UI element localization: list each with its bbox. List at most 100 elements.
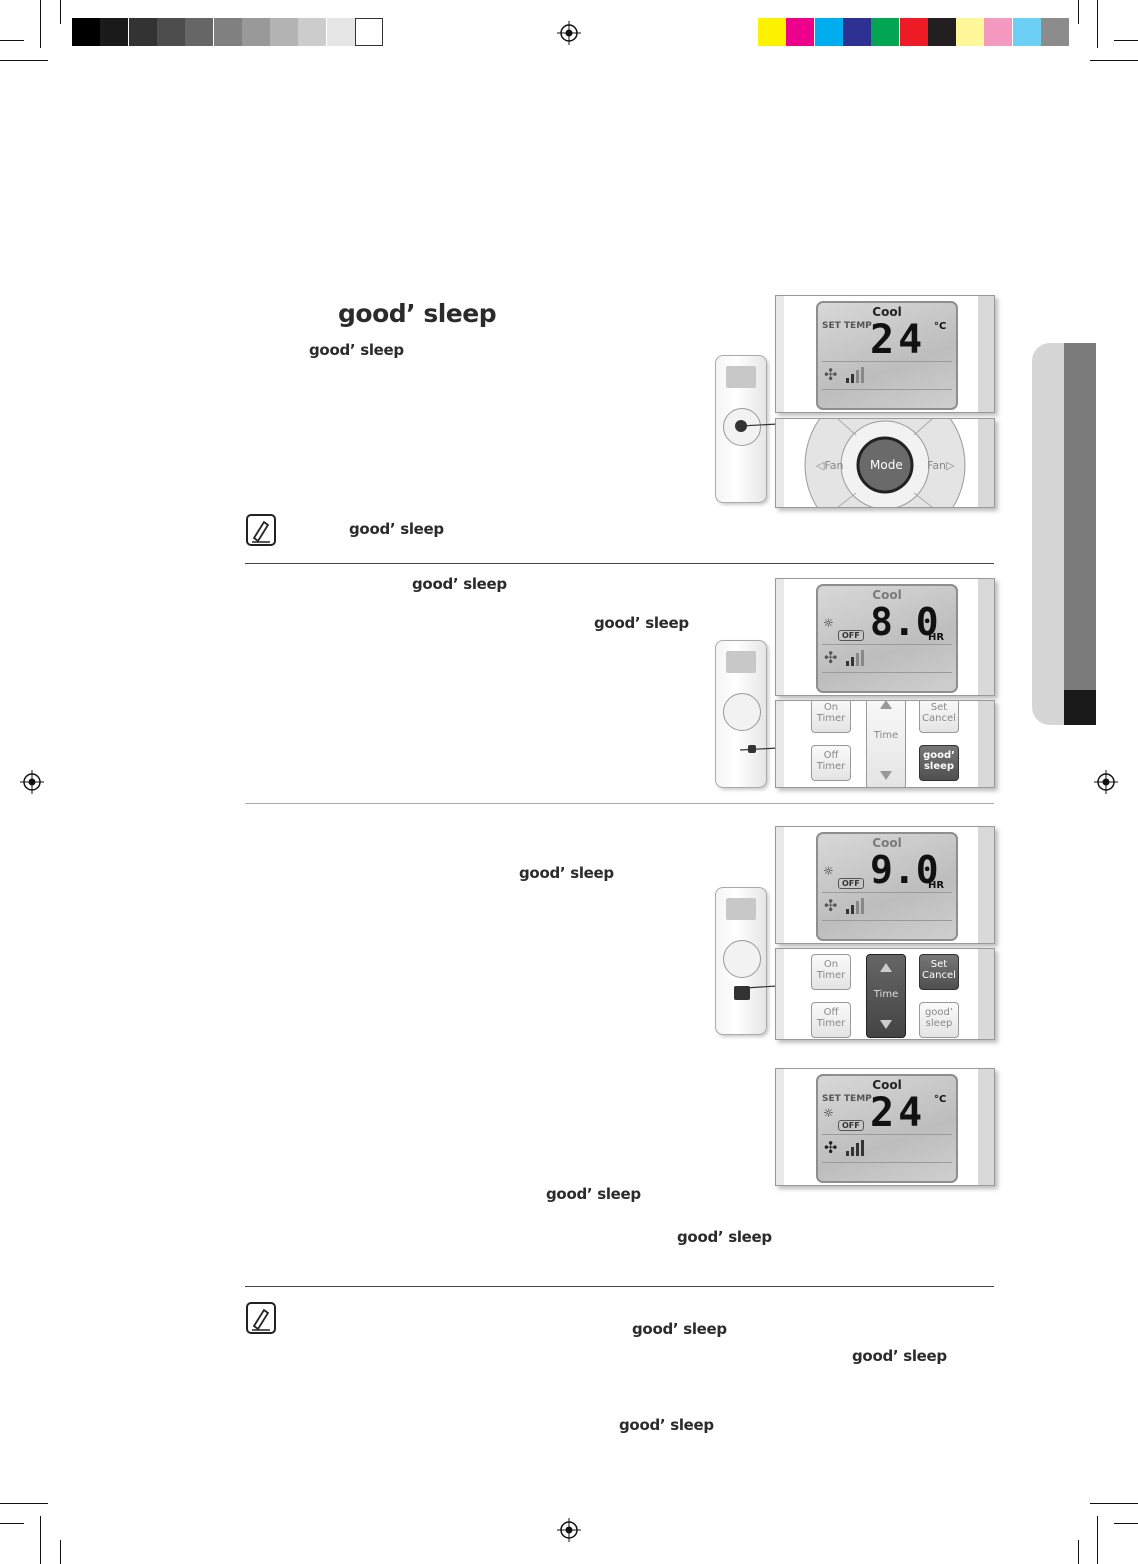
color-swatch [213, 18, 242, 46]
fan-left-label: ◁Fan [816, 459, 844, 472]
mode-button-panel: ◁Fan Mode Fan▷ [775, 418, 995, 508]
color-swatch [355, 18, 383, 46]
lcd-unit: °C [934, 321, 947, 332]
note2-term-b: good’ sleep [852, 1347, 947, 1365]
color-swatch [1041, 18, 1069, 46]
sleep-icon: ☼ [823, 1106, 834, 1120]
fan-right-label: Fan▷ [927, 459, 955, 472]
off-indicator: OFF [838, 630, 864, 641]
fan-speed-bars [846, 650, 866, 666]
lcd-temperature: 24 [870, 317, 927, 363]
off-indicator: OFF [838, 1120, 864, 1131]
color-swatch [842, 18, 871, 46]
note2-term-a: good’ sleep [632, 1320, 727, 1338]
lcd-set-temp-label: SET TEMP [822, 1094, 872, 1104]
remote-control-1 [715, 355, 767, 503]
fan-speed-bars [846, 367, 866, 383]
note-icon [246, 514, 276, 546]
lcd-mode: Cool [872, 305, 902, 319]
step3-term-a: good’ sleep [519, 864, 614, 882]
lcd-set-temp-label: SET TEMP [822, 321, 872, 331]
time-button[interactable]: Time [866, 701, 906, 787]
step2-term-b: good’ sleep [594, 614, 689, 632]
color-swatch [758, 18, 786, 46]
registration-mark-right [1094, 770, 1118, 794]
step3-term-b: good’ sleep [546, 1185, 641, 1203]
step2-term-a: good’ sleep [412, 575, 507, 593]
color-swatch [326, 18, 355, 46]
lcd-mode: Cool [872, 836, 902, 850]
section-title: good’ sleep [338, 299, 497, 328]
sleep-icon: ☼ [823, 616, 834, 630]
note2-term-c: good’ sleep [619, 1416, 714, 1434]
side-tab-marker [1064, 690, 1096, 725]
fan-speed-bars [846, 898, 866, 914]
note-icon [246, 1302, 276, 1334]
color-swatch [185, 18, 214, 46]
time-label: Time [873, 989, 899, 1000]
color-swatch [814, 18, 843, 46]
callout-line-3 [745, 985, 778, 989]
color-swatch [72, 18, 100, 46]
divider-3 [245, 1286, 994, 1287]
fan-icon: ✣ [824, 896, 838, 915]
step3-term-c: good’ sleep [677, 1228, 772, 1246]
color-swatch [956, 18, 985, 46]
divider-1 [245, 563, 994, 564]
lcd-hr-unit: HR [928, 632, 945, 643]
display-panel-3: Cool ☼ OFF 9.0 HR ✣ [775, 826, 995, 944]
callout-line-1 [740, 423, 779, 427]
fan-icon: ✣ [824, 365, 838, 384]
lcd-mode: Cool [872, 588, 902, 602]
registration-mark-bottom [557, 1518, 581, 1542]
fan-icon: ✣ [824, 648, 838, 667]
display-panel-1: Cool SET TEMP 24 °C ✣ [775, 295, 995, 413]
color-swatch [984, 18, 1013, 46]
color-swatch [927, 18, 956, 46]
color-swatch [786, 18, 815, 46]
color-swatch [899, 18, 928, 46]
good-sleep-button[interactable]: good’sleep [919, 745, 959, 781]
lcd-hours: 8.0 [870, 600, 939, 644]
callout-line-2 [740, 747, 779, 751]
remote-control-3 [715, 887, 767, 1035]
remote-control-2 [715, 640, 767, 788]
sleep-icon: ☼ [823, 864, 834, 878]
divider-2 [245, 803, 994, 804]
lcd-unit: °C [934, 1094, 947, 1105]
color-swatch [156, 18, 185, 46]
note1-term: good’ sleep [349, 520, 444, 538]
lcd-hours: 9.0 [870, 848, 939, 892]
time-button[interactable]: Time [866, 954, 906, 1038]
time-label: Time [873, 730, 899, 741]
registration-mark-left [20, 770, 44, 794]
color-swatch [100, 18, 129, 46]
lcd-hr-unit: HR [928, 880, 945, 891]
fan-icon: ✣ [824, 1138, 838, 1157]
registration-mark-top [557, 21, 581, 45]
color-swatch [128, 18, 157, 46]
color-swatch [298, 18, 327, 46]
intro-term: good’ sleep [309, 341, 404, 359]
off-indicator: OFF [838, 878, 864, 889]
lcd-mode: Cool [872, 1078, 902, 1092]
color-swatch [241, 18, 270, 46]
color-swatch [1012, 18, 1041, 46]
color-swatch [871, 18, 900, 46]
mode-button[interactable]: Mode [870, 458, 903, 472]
lcd-temperature: 24 [870, 1090, 927, 1136]
fan-speed-bars [846, 1140, 866, 1156]
display-panel-2: Cool ☼ OFF 8.0 HR ✣ [775, 578, 995, 696]
side-tab-dark [1064, 343, 1096, 725]
display-panel-4: Cool SET TEMP ☼ OFF 24 °C ✣ [775, 1068, 995, 1186]
color-swatch [270, 18, 299, 46]
good-sleep-button[interactable]: good’sleep [919, 1002, 959, 1038]
